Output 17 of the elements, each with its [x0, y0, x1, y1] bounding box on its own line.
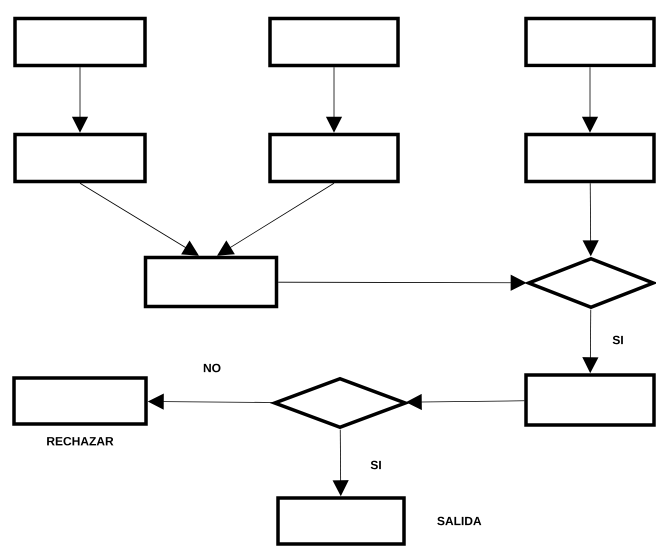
process-box	[276, 496, 406, 546]
process-box	[268, 16, 400, 68]
process-box	[524, 132, 656, 184]
edge-label: SI	[369, 460, 383, 470]
process-box	[524, 373, 656, 427]
process-box	[12, 376, 148, 426]
arrow	[217, 182, 334, 256]
edge-label: NO	[202, 362, 222, 374]
node-caption: SALIDA	[437, 516, 482, 526]
process-box	[144, 256, 278, 308]
process-box	[268, 132, 400, 184]
process-box	[524, 16, 656, 68]
arrow	[80, 182, 199, 256]
node-caption: RECHAZAR	[47, 436, 114, 446]
edge-label: SI	[611, 334, 625, 346]
process-box	[13, 132, 147, 184]
process-box	[13, 16, 147, 68]
